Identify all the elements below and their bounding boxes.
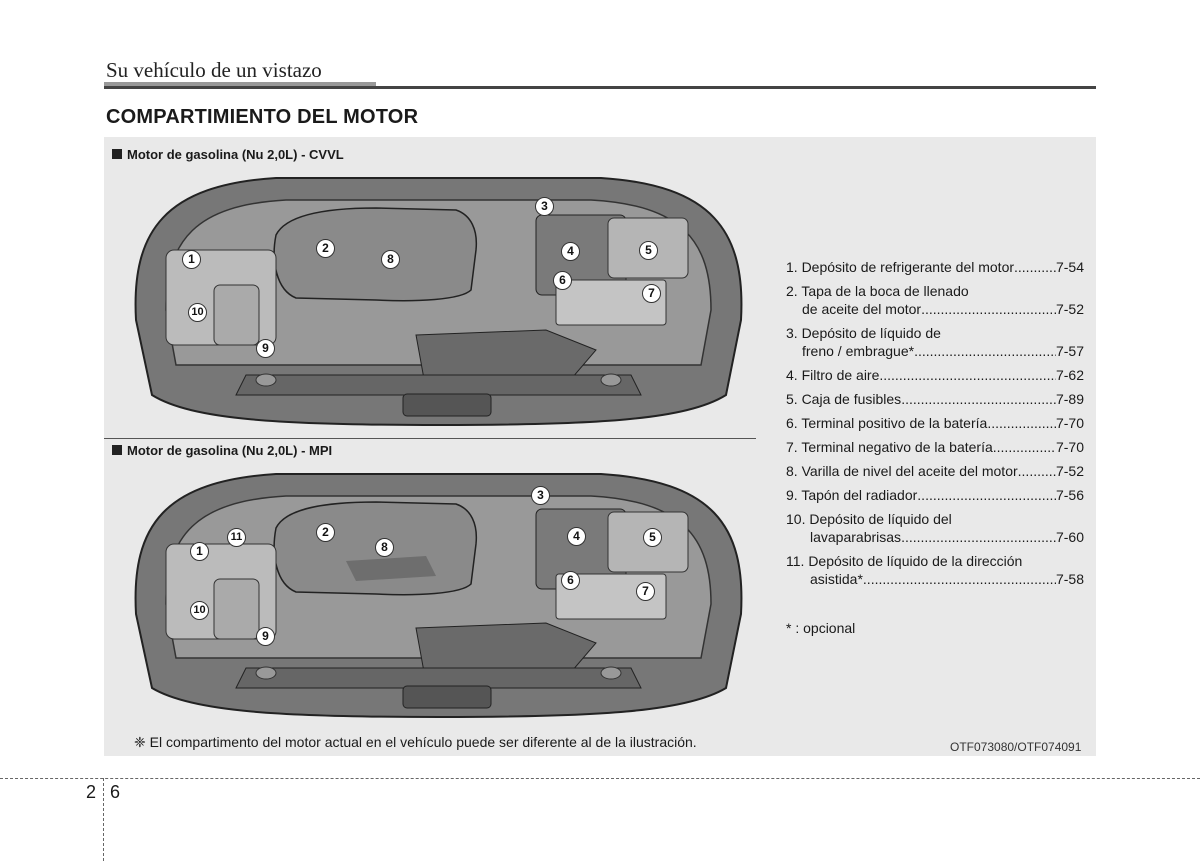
callout-3: 3 bbox=[535, 197, 554, 216]
running-header: Su vehículo de un vistazo bbox=[106, 58, 322, 82]
square-bullet-icon bbox=[112, 445, 122, 455]
callout-9: 9 bbox=[256, 627, 275, 646]
figure-divider bbox=[104, 438, 756, 439]
legend-item: 2. Tapa de la boca de llenado de aceite … bbox=[786, 282, 1084, 318]
legend-item: 8. Varilla de nivel del aceite del motor… bbox=[786, 462, 1084, 480]
legend-item: 7. Terminal negativo de la batería7-70 bbox=[786, 438, 1084, 456]
callout-9: 9 bbox=[256, 339, 275, 358]
callout-7: 7 bbox=[642, 284, 661, 303]
callout-8: 8 bbox=[381, 250, 400, 269]
figure-heading-cvvl: Motor de gasolina (Nu 2,0L) - CVVL bbox=[112, 147, 344, 162]
footer-rule bbox=[0, 778, 1200, 779]
image-code: OTF073080/OTF074091 bbox=[950, 740, 1082, 754]
callout-1: 1 bbox=[182, 250, 201, 269]
page-chapter: 2 bbox=[86, 782, 97, 802]
callout-8: 8 bbox=[375, 538, 394, 557]
callout-11: 11 bbox=[227, 528, 246, 547]
callout-4: 4 bbox=[567, 527, 586, 546]
callout-3: 3 bbox=[531, 486, 550, 505]
callout-5: 5 bbox=[639, 241, 658, 260]
legend-item: 9. Tapón del radiador7-56 bbox=[786, 486, 1084, 504]
square-bullet-icon bbox=[112, 149, 122, 159]
callout-2: 2 bbox=[316, 523, 335, 542]
legend-item: 3. Depósito de líquido de freno / embrag… bbox=[786, 324, 1084, 360]
legend-item: 6. Terminal positivo de la batería7-70 bbox=[786, 414, 1084, 432]
section-title: COMPARTIMIENTO DEL MOTOR bbox=[106, 106, 419, 128]
callout-2: 2 bbox=[316, 239, 335, 258]
header-rule-accent bbox=[104, 82, 376, 86]
optional-footnote: * : opcional bbox=[786, 620, 856, 636]
callout-10: 10 bbox=[190, 601, 209, 620]
legend-item: 10. Depósito de líquido del lavaparabris… bbox=[786, 510, 1084, 546]
footer-divider bbox=[103, 778, 104, 861]
callout-1: 1 bbox=[190, 542, 209, 561]
legend-item: 11. Depósito de líquido de la dirección … bbox=[786, 552, 1084, 588]
legend-item: 1. Depósito de refrigerante del motor7-5… bbox=[786, 258, 1084, 276]
illustration-note: ❈ El compartimento del motor actual en e… bbox=[134, 734, 697, 750]
legend-item: 4. Filtro de aire7-62 bbox=[786, 366, 1084, 384]
callout-10: 10 bbox=[188, 303, 207, 322]
callout-6: 6 bbox=[561, 571, 580, 590]
header-rule bbox=[104, 86, 1096, 89]
page-number: 6 bbox=[110, 782, 121, 802]
callout-7: 7 bbox=[636, 582, 655, 601]
parts-legend: 1. Depósito de refrigerante del motor7-5… bbox=[786, 258, 1084, 594]
figure-heading-mpi: Motor de gasolina (Nu 2,0L) - MPI bbox=[112, 443, 332, 458]
engine-illustration-mpi bbox=[134, 473, 743, 719]
legend-item: 5. Caja de fusibles7-89 bbox=[786, 390, 1084, 408]
callout-4: 4 bbox=[561, 242, 580, 261]
callout-6: 6 bbox=[553, 271, 572, 290]
callout-5: 5 bbox=[643, 528, 662, 547]
